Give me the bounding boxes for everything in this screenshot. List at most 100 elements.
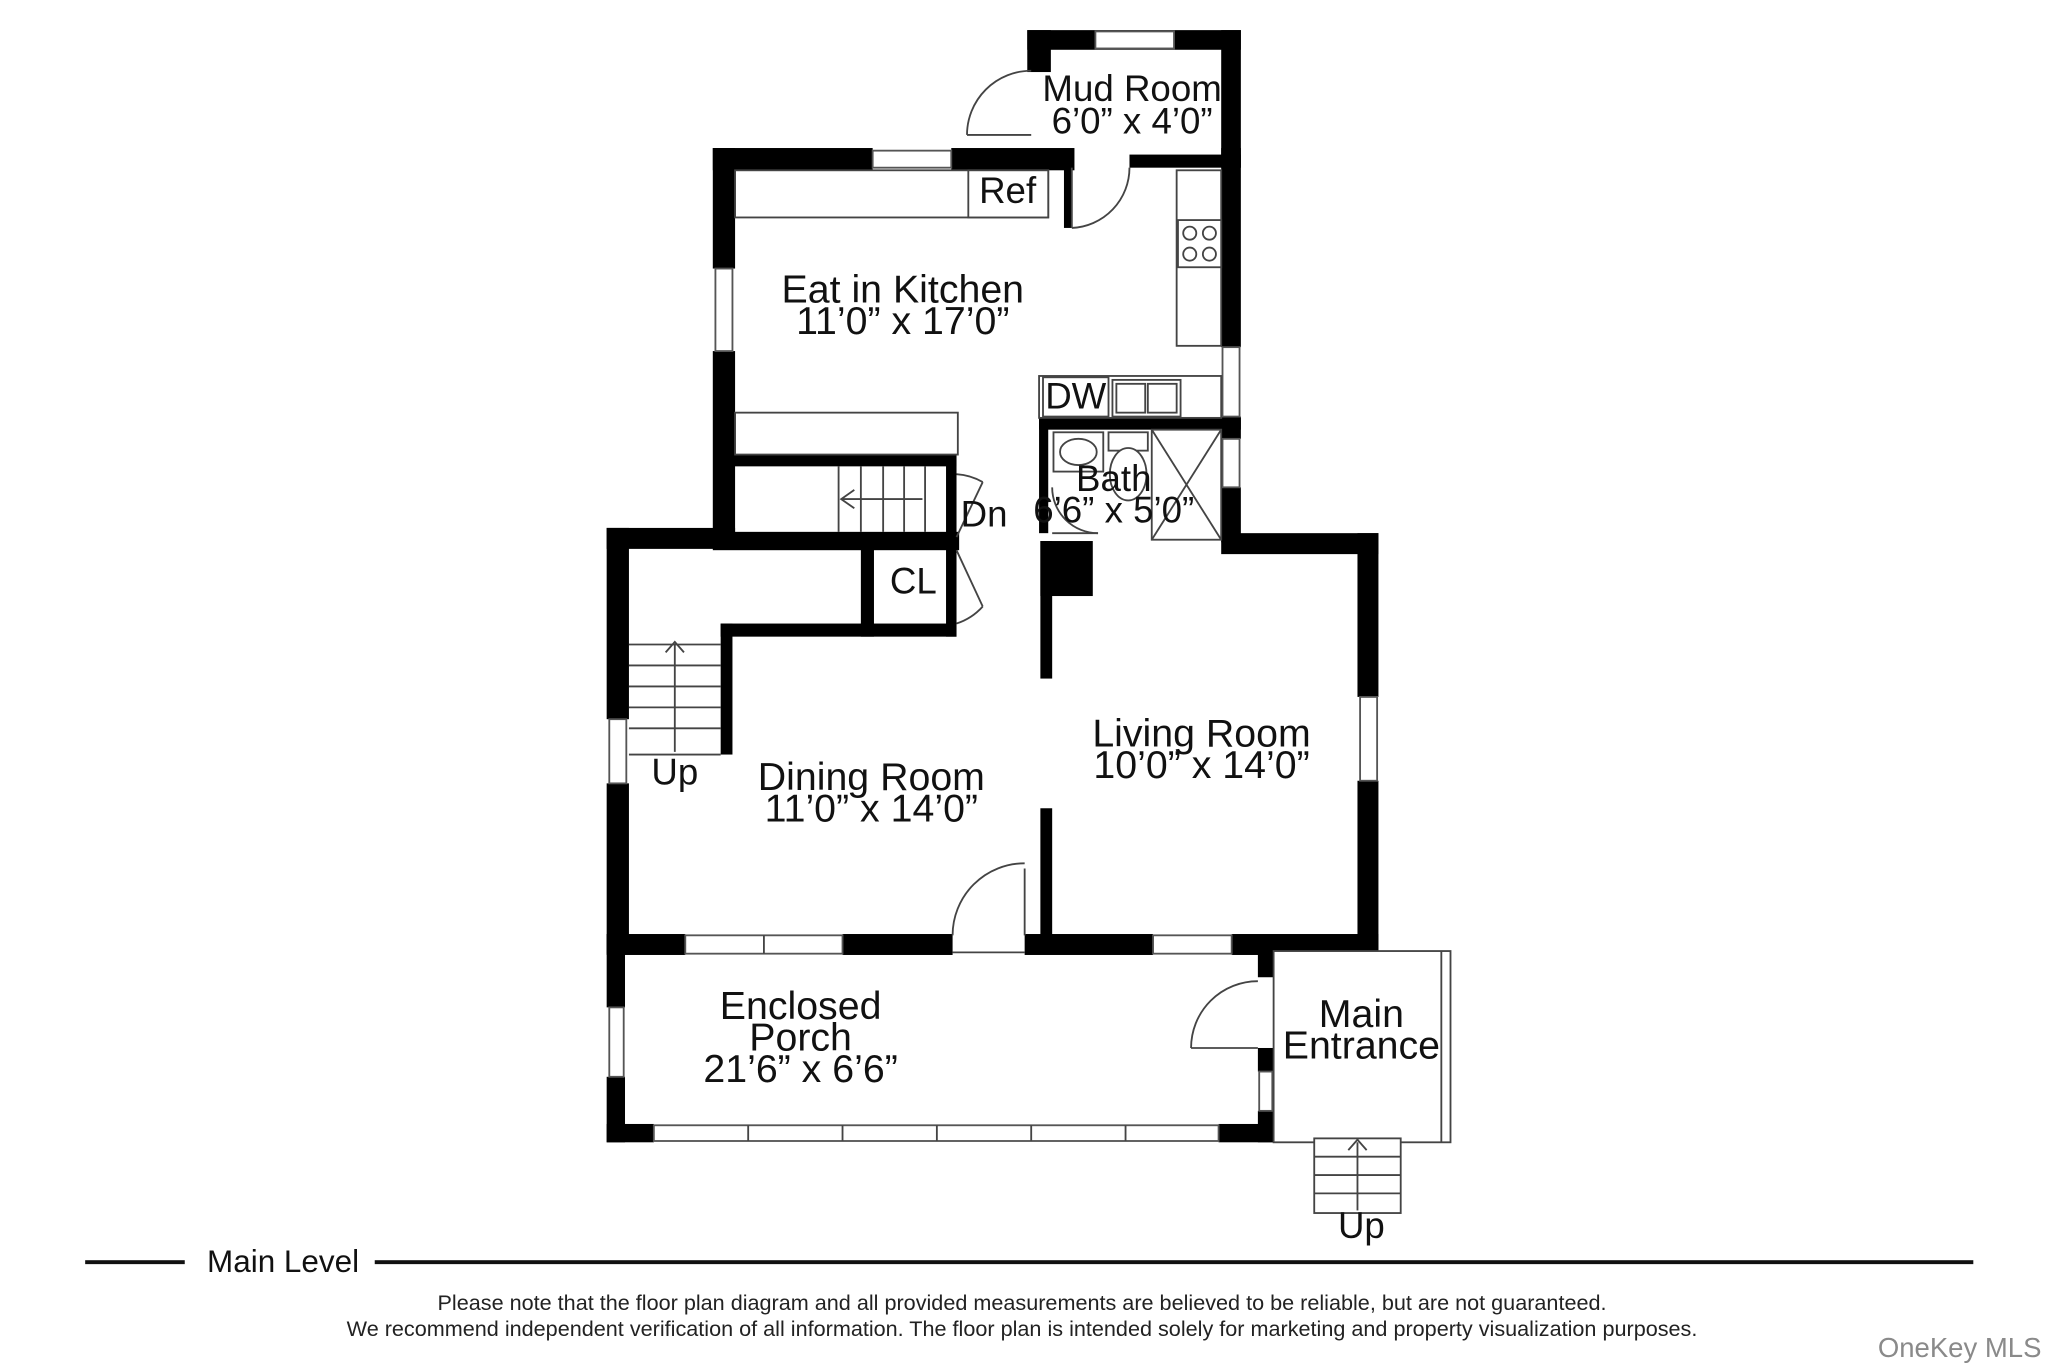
porch-name-line2: Porch [749,1016,852,1060]
kitchen-name: Eat in Kitchen [782,268,1025,312]
closet-wall-left [860,541,874,637]
bath-basin [1059,437,1098,466]
main-wall-bottom-2 [842,934,953,955]
caption-rule-right [374,1260,1974,1265]
stair-wall-right [946,454,957,544]
toilet-bowl [1108,447,1148,502]
kitchen-peninsula [734,411,959,456]
entrance-landing [1272,950,1452,1144]
up-label-dining: Up [651,752,698,793]
living-window-right [1359,695,1379,782]
main-wall-top-left [606,527,736,549]
room-labels: Mud Room 6’0” x 4’0” Eat in Kitchen 11’0… [651,68,1440,1246]
level-caption: Main Level [85,1244,1974,1279]
bath-fixtures [1052,428,1223,541]
mud-room-size: 6’0” x 4’0” [1052,101,1213,142]
entrance-porch-door[interactable] [1190,980,1258,1049]
bath-window [1221,437,1241,489]
caption-rule-left [85,1260,185,1265]
dining-stair-wall-h [720,623,957,637]
kitchen-sink [1111,378,1182,418]
stair-down-door[interactable] [955,473,984,538]
main-wall-bottom-3 [1024,934,1154,955]
up-label-entrance: Up [1338,1205,1385,1246]
closet-wall-right [946,541,957,637]
dishwasher [1042,376,1110,418]
main-wall-bottom-4 [1231,934,1379,955]
living-wall-right-bottom [1357,780,1379,952]
mud-room-window [1094,30,1175,50]
living-size: 10’0” x 14’0” [1093,743,1309,787]
disclaimer-line1: Please note that the floor plan diagram … [438,1290,1607,1315]
porch-wall-right-mid [1257,1047,1274,1072]
stove [1177,219,1223,269]
dining-stair-wall-v [720,623,733,755]
living-name: Living Room [1092,712,1310,756]
stairs-down [837,466,926,532]
porch-size: 21’6” x 6’6” [703,1047,897,1091]
dining-window-left [608,718,628,785]
kitchen-wall-right-top [1221,148,1241,348]
kitchen-wall-right-bottom [1221,487,1241,543]
mud-room-name: Mud Room [1042,68,1221,109]
kitchen-window-left [714,267,734,352]
kitchen-wall-top-left [712,148,873,171]
porch-window-left [608,1006,625,1078]
mud-room-exterior-door[interactable] [966,69,1032,136]
porch-wall-right-bottom [1257,1110,1274,1143]
kitchen-window-top [871,149,953,169]
entrance-stoop [1272,950,1452,1214]
stove-burner [1201,225,1217,241]
mud-room-wall-right [1221,30,1241,168]
kitchen-wall-left-top [712,148,736,269]
sink-basin-right [1146,382,1178,414]
bath-partition-left [1039,417,1049,534]
ref-label: Ref [979,170,1037,211]
dw-label: DW [1045,376,1106,417]
kitchen-window-right [1221,346,1241,418]
main-wall-left-top [606,527,629,720]
kitchen-size: 11’0” x 17’0” [796,299,1009,343]
bath-name: Bath [1076,458,1151,499]
dining-name: Dining Room [758,755,985,799]
stairs-up-dining [628,640,721,756]
sink-basin-left [1115,382,1147,414]
doors [951,69,1258,1049]
porch-window-right [1258,1070,1274,1112]
partition-wall-upper [1040,541,1053,679]
porch-wall-bottom-left [606,1123,654,1143]
windows [608,30,1379,1142]
porch-dining-door[interactable] [951,862,1026,936]
living-wall-top [1221,533,1379,555]
down-arrow-head [839,489,855,510]
main-wall-bottom-1 [606,934,686,955]
porch-name-line1: Enclosed [720,984,882,1028]
stove-burner [1182,246,1198,262]
kitchen-wall-top-right [951,148,1075,171]
entrance-name-line1: Main [1319,992,1404,1036]
level-caption-text: Main Level [207,1244,359,1279]
disclaimer-line2: We recommend independent verification of… [347,1316,1698,1341]
closet-door[interactable] [955,549,984,625]
stove-burner [1201,246,1217,262]
partition-wall-lower [1040,808,1053,953]
onekey-mls-watermark: OneKey MLS [1878,1332,2042,1363]
walls [606,30,1379,1143]
stair-wall-bottom [712,531,960,551]
stove-burner [1182,225,1198,241]
living-wall-right-top [1357,533,1379,697]
kitchen-wall-left-bottom [712,351,736,542]
closet-label: CL [890,560,937,601]
dn-label: Dn [961,494,1008,535]
stair-wall-top [731,454,957,467]
entrance-up-arrow-head [1347,1138,1368,1151]
kitchen-mud-room-door[interactable] [1070,167,1131,229]
bath-partition-top [1039,417,1241,430]
bath-door[interactable] [1051,487,1099,535]
main-wall-left-bottom [606,783,629,954]
dining-size: 11’0” x 14’0” [765,786,978,830]
bath-size: 6’6” x 5’0” [1033,490,1194,531]
porch-wall-right-top [1257,951,1274,978]
entrance-name-line2: Entrance [1283,1023,1440,1067]
